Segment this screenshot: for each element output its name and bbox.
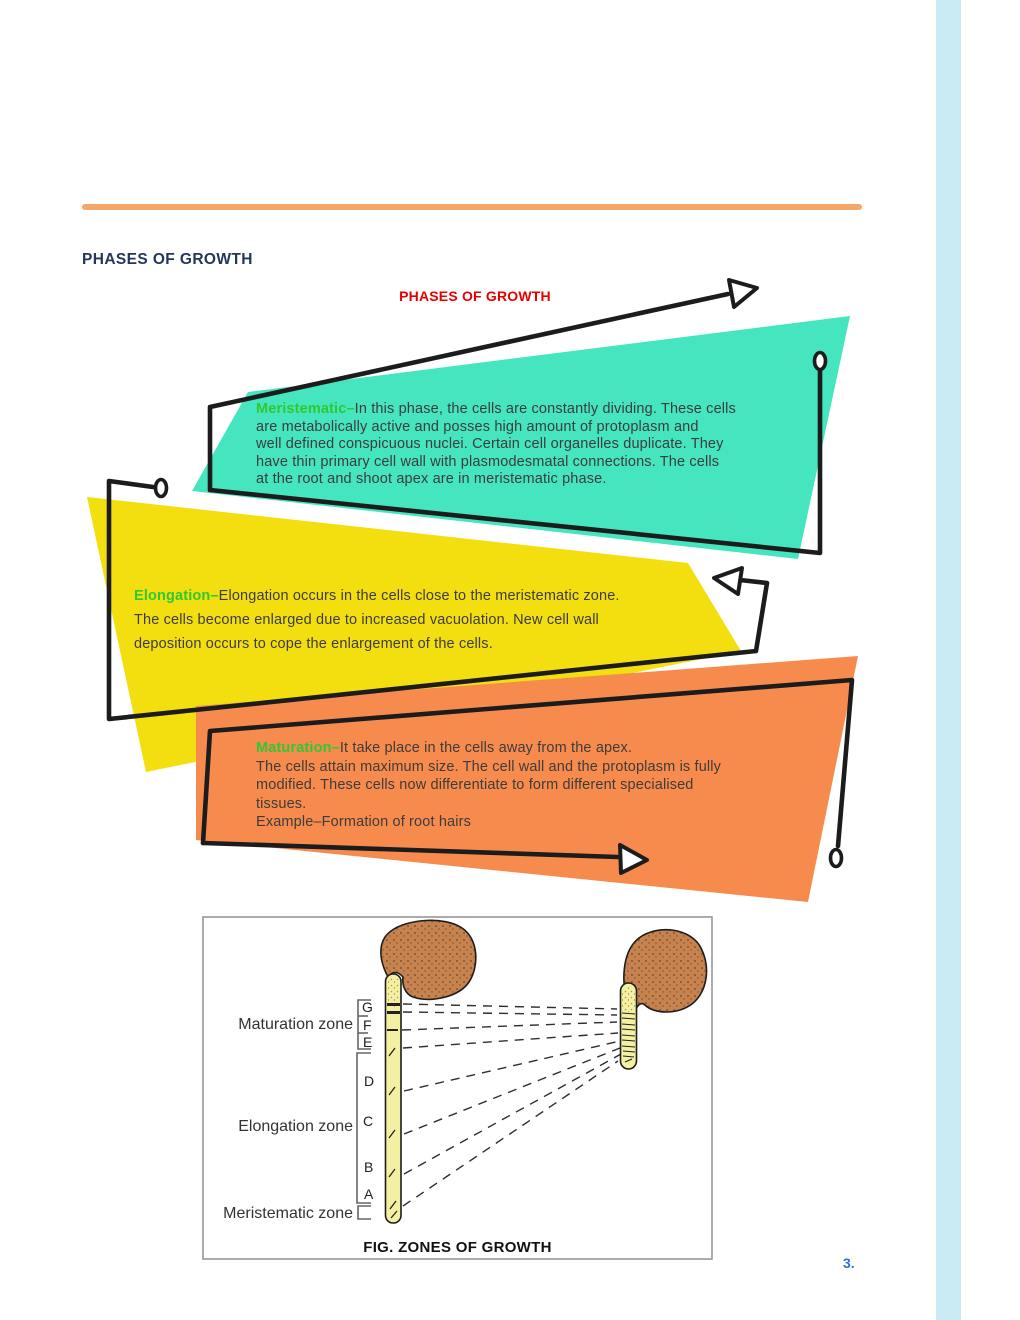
zone-label-meristematic: Meristematic zone — [223, 1205, 353, 1222]
maturation-line: tissues. — [256, 795, 307, 812]
right-seedling — [619, 929, 708, 1070]
collage-title: PHASES OF GROWTH — [399, 288, 551, 304]
meristematic-lead: Meristematic– — [256, 401, 355, 417]
ring-connector — [812, 350, 828, 372]
meristematic-paragraph: Meristematic–In this phase, the cells ar… — [256, 401, 736, 489]
elongation-paragraph: Elongation–Elongation occurs in the cell… — [134, 585, 620, 656]
zone-label-maturation: Maturation zone — [238, 1016, 353, 1033]
zone-letter: A — [364, 1186, 374, 1202]
maturation-line: The cells attain maximum size. The cell … — [256, 758, 722, 775]
zone-letter: F — [363, 1017, 372, 1033]
projection-dashed-lines — [401, 1003, 622, 1207]
root-left — [384, 973, 402, 1224]
zones-of-growth-figure: G F E D C B A — [202, 916, 713, 1260]
zone-letter: G — [362, 999, 373, 1015]
arrow-right-icon — [618, 843, 649, 875]
elongation-line: Elongation occurs in the cells close to … — [218, 588, 620, 604]
zone-letter: E — [363, 1034, 372, 1050]
zone-letter: B — [364, 1159, 373, 1175]
meristematic-shape — [192, 316, 850, 559]
elongation-line: The cells become enlarged due to increas… — [134, 611, 599, 628]
zone-letter: D — [364, 1073, 374, 1089]
elongation-line: deposition occurs to cope the enlargemen… — [134, 635, 493, 652]
elongation-lead: Elongation– — [134, 588, 219, 604]
side-stripe — [936, 0, 961, 1320]
figure-caption: FIG. ZONES OF GROWTH — [363, 1239, 552, 1256]
meristematic-line: In this phase, the cells are constantly … — [354, 401, 736, 417]
zone-letter: C — [363, 1113, 373, 1129]
left-seedling — [380, 919, 477, 1224]
zone-label-elongation: Elongation zone — [238, 1118, 353, 1135]
arrow-up-right-icon — [727, 278, 759, 309]
elongation-frame — [106, 477, 770, 722]
maturation-line: It take place in the cells away from the… — [339, 740, 633, 756]
page-number: 3. — [843, 1255, 855, 1271]
top-accent-bar — [82, 204, 862, 210]
maturation-line: modified. These cells now differentiate … — [256, 777, 694, 794]
maturation-frame — [200, 677, 855, 875]
ring-connector — [828, 847, 844, 869]
ring-connector — [153, 477, 169, 499]
meristematic-line: are metabolically active and posses high… — [256, 418, 699, 435]
meristematic-line: have thin primary cell wall with plasmod… — [256, 453, 720, 470]
zone-brackets — [356, 999, 371, 1220]
meristematic-line: well defined conspicuous nuclei. Certain… — [256, 436, 724, 453]
maturation-paragraph: Maturation–It take place in the cells aw… — [256, 739, 721, 832]
zone-letters: G F E D C B A — [362, 999, 374, 1202]
arrow-left-icon — [712, 566, 744, 596]
root-hairs — [621, 1012, 636, 1063]
maturation-line: Example–Formation of root hairs — [256, 814, 471, 831]
maturation-lead: Maturation– — [256, 740, 340, 756]
meristematic-line: at the root and shoot apex are in merist… — [256, 471, 607, 488]
meristematic-frame — [207, 278, 828, 556]
page-heading: PHASES OF GROWTH — [82, 251, 253, 268]
